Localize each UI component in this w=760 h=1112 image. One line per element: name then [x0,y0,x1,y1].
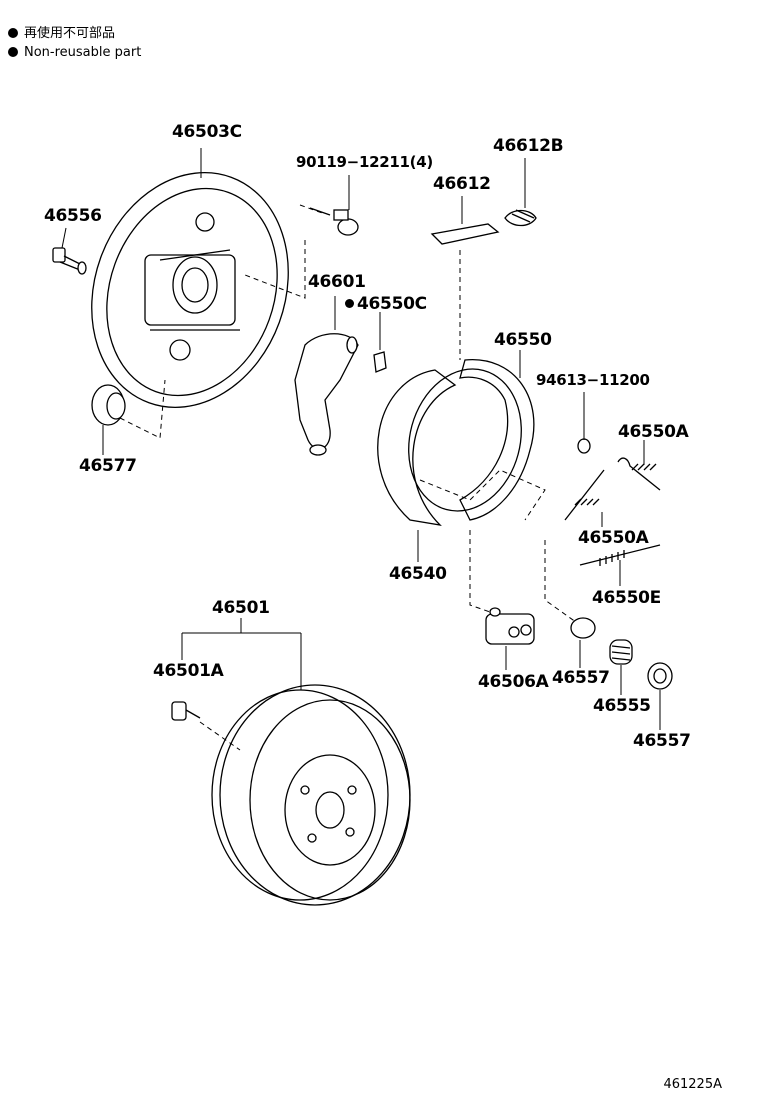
clip-46550C [373,351,387,373]
non-reusable-bullet-icon [8,47,18,57]
part-label-46501[interactable]: 46501 [212,598,270,618]
part-label-94613-11200[interactable]: 94613−11200 [536,371,650,389]
spring-46550A-top [617,457,661,491]
washer-94613 [577,438,591,454]
bolt-46501A [171,701,201,721]
spring-46550E [579,544,661,566]
part-label-46550[interactable]: 46550 [494,330,552,350]
wheel-cylinder-46506A [485,607,535,645]
boot-46557-right [647,662,673,690]
bolt-46556 [52,247,87,275]
part-label-46612B[interactable]: 46612B [493,136,564,156]
brake-shoe-set [377,359,535,526]
clip-46612B [504,209,537,227]
spring-46555 [609,639,633,665]
part-label-90119-12211[interactable]: 90119−12211(4) [296,153,433,171]
part-label-46501A[interactable]: 46501A [153,661,224,681]
part-label-46550C-text: 46550C [357,294,427,314]
part-label-46557-right[interactable]: 46557 [633,731,691,751]
brake-drum-46501 [211,684,411,906]
legend-text-jp: 再使用不可部品 [24,26,116,41]
non-reusable-bullet-icon [8,28,18,38]
part-label-46503C[interactable]: 46503C [172,122,242,142]
spring-46550A-bottom [564,469,605,521]
lever-46601 [294,333,359,456]
part-label-46577[interactable]: 46577 [79,456,137,476]
bolt-90119 [309,207,359,236]
legend-line-2: Non-reusable part [8,45,141,61]
shim-46612 [430,223,500,245]
part-label-46506A[interactable]: 46506A [478,672,549,692]
part-label-46550A-top[interactable]: 46550A [618,422,689,442]
part-label-46550E[interactable]: 46550E [592,588,661,608]
part-label-46612[interactable]: 46612 [433,174,491,194]
diagram-reference-number: 461225A [663,1077,722,1092]
part-label-46557-left[interactable]: 46557 [552,668,610,688]
non-reusable-marker-icon [345,299,354,308]
part-label-46550C[interactable]: 46550C [345,294,427,314]
legend-line-1: 再使用不可部品 [8,26,115,42]
part-label-46540[interactable]: 46540 [389,564,447,584]
legend-text-en: Non-reusable part [24,45,142,60]
backing-plate [91,171,289,409]
part-label-46555[interactable]: 46555 [593,696,651,716]
boot-46557-left [570,617,596,639]
plug-46577 [91,384,126,426]
part-label-46556[interactable]: 46556 [44,206,102,226]
part-label-46601[interactable]: 46601 [308,272,366,292]
part-label-46550A-bottom[interactable]: 46550A [578,528,649,548]
leader-lines [61,148,661,730]
